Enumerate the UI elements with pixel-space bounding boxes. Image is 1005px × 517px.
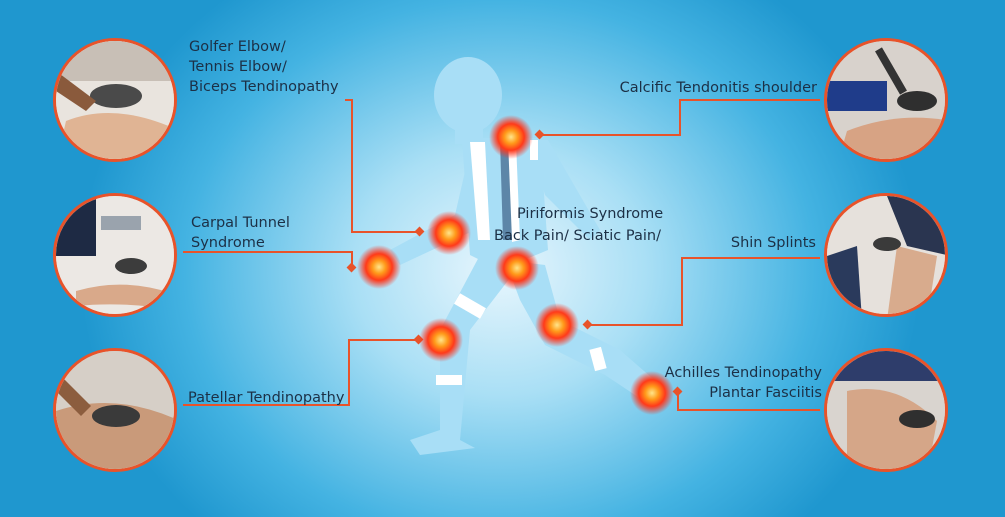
label-tennis-elbow: Tennis Elbow/ <box>189 59 287 75</box>
label-golfer-elbow: Golfer Elbow/ <box>189 39 286 55</box>
photo-shin-treatment <box>824 193 948 317</box>
body-stripes <box>436 140 607 385</box>
label-golfer-elbow-group: Golfer Elbow/ Tennis Elbow/ Biceps Tendi… <box>189 37 339 97</box>
photo-knee-treatment <box>53 348 177 472</box>
pain-points <box>357 115 674 415</box>
label-achilles: Achilles Tendinopathy <box>664 365 822 381</box>
label-piriformis: Piriformis Syndrome <box>517 206 664 222</box>
pain-point-knee <box>419 318 463 362</box>
label-calcific: Calcific Tendonitis shoulder <box>619 80 817 96</box>
pain-point-heel <box>630 371 674 415</box>
label-plantar: Plantar Fasciitis <box>709 385 822 401</box>
label-back-pain: Back Pain/ Sciatic Pain/ <box>494 228 661 244</box>
photo-wrist-treatment <box>53 193 177 317</box>
pain-point-back <box>495 246 539 290</box>
connector-lines <box>183 99 820 411</box>
label-shin: Shin Splints <box>730 235 816 251</box>
label-achilles-group: Achilles Tendinopathy Plantar Fasciitis <box>665 363 822 403</box>
photo-shoulder-treatment <box>824 38 948 162</box>
label-carpal-line1: Carpal Tunnel <box>191 215 290 231</box>
pain-point-shoulder <box>489 115 533 159</box>
photo-elbow-treatment <box>53 38 177 162</box>
pain-point-shin <box>535 303 579 347</box>
label-patellar: Patellar Tendinopathy <box>188 390 345 406</box>
photo-heel-treatment <box>824 348 948 472</box>
label-carpal-line2: Syndrome <box>191 235 265 251</box>
label-carpal-group: Carpal Tunnel Syndrome <box>191 213 290 253</box>
pain-point-elbow <box>427 211 471 255</box>
pain-point-wrist <box>357 245 401 289</box>
label-biceps: Biceps Tendinopathy <box>189 79 339 95</box>
